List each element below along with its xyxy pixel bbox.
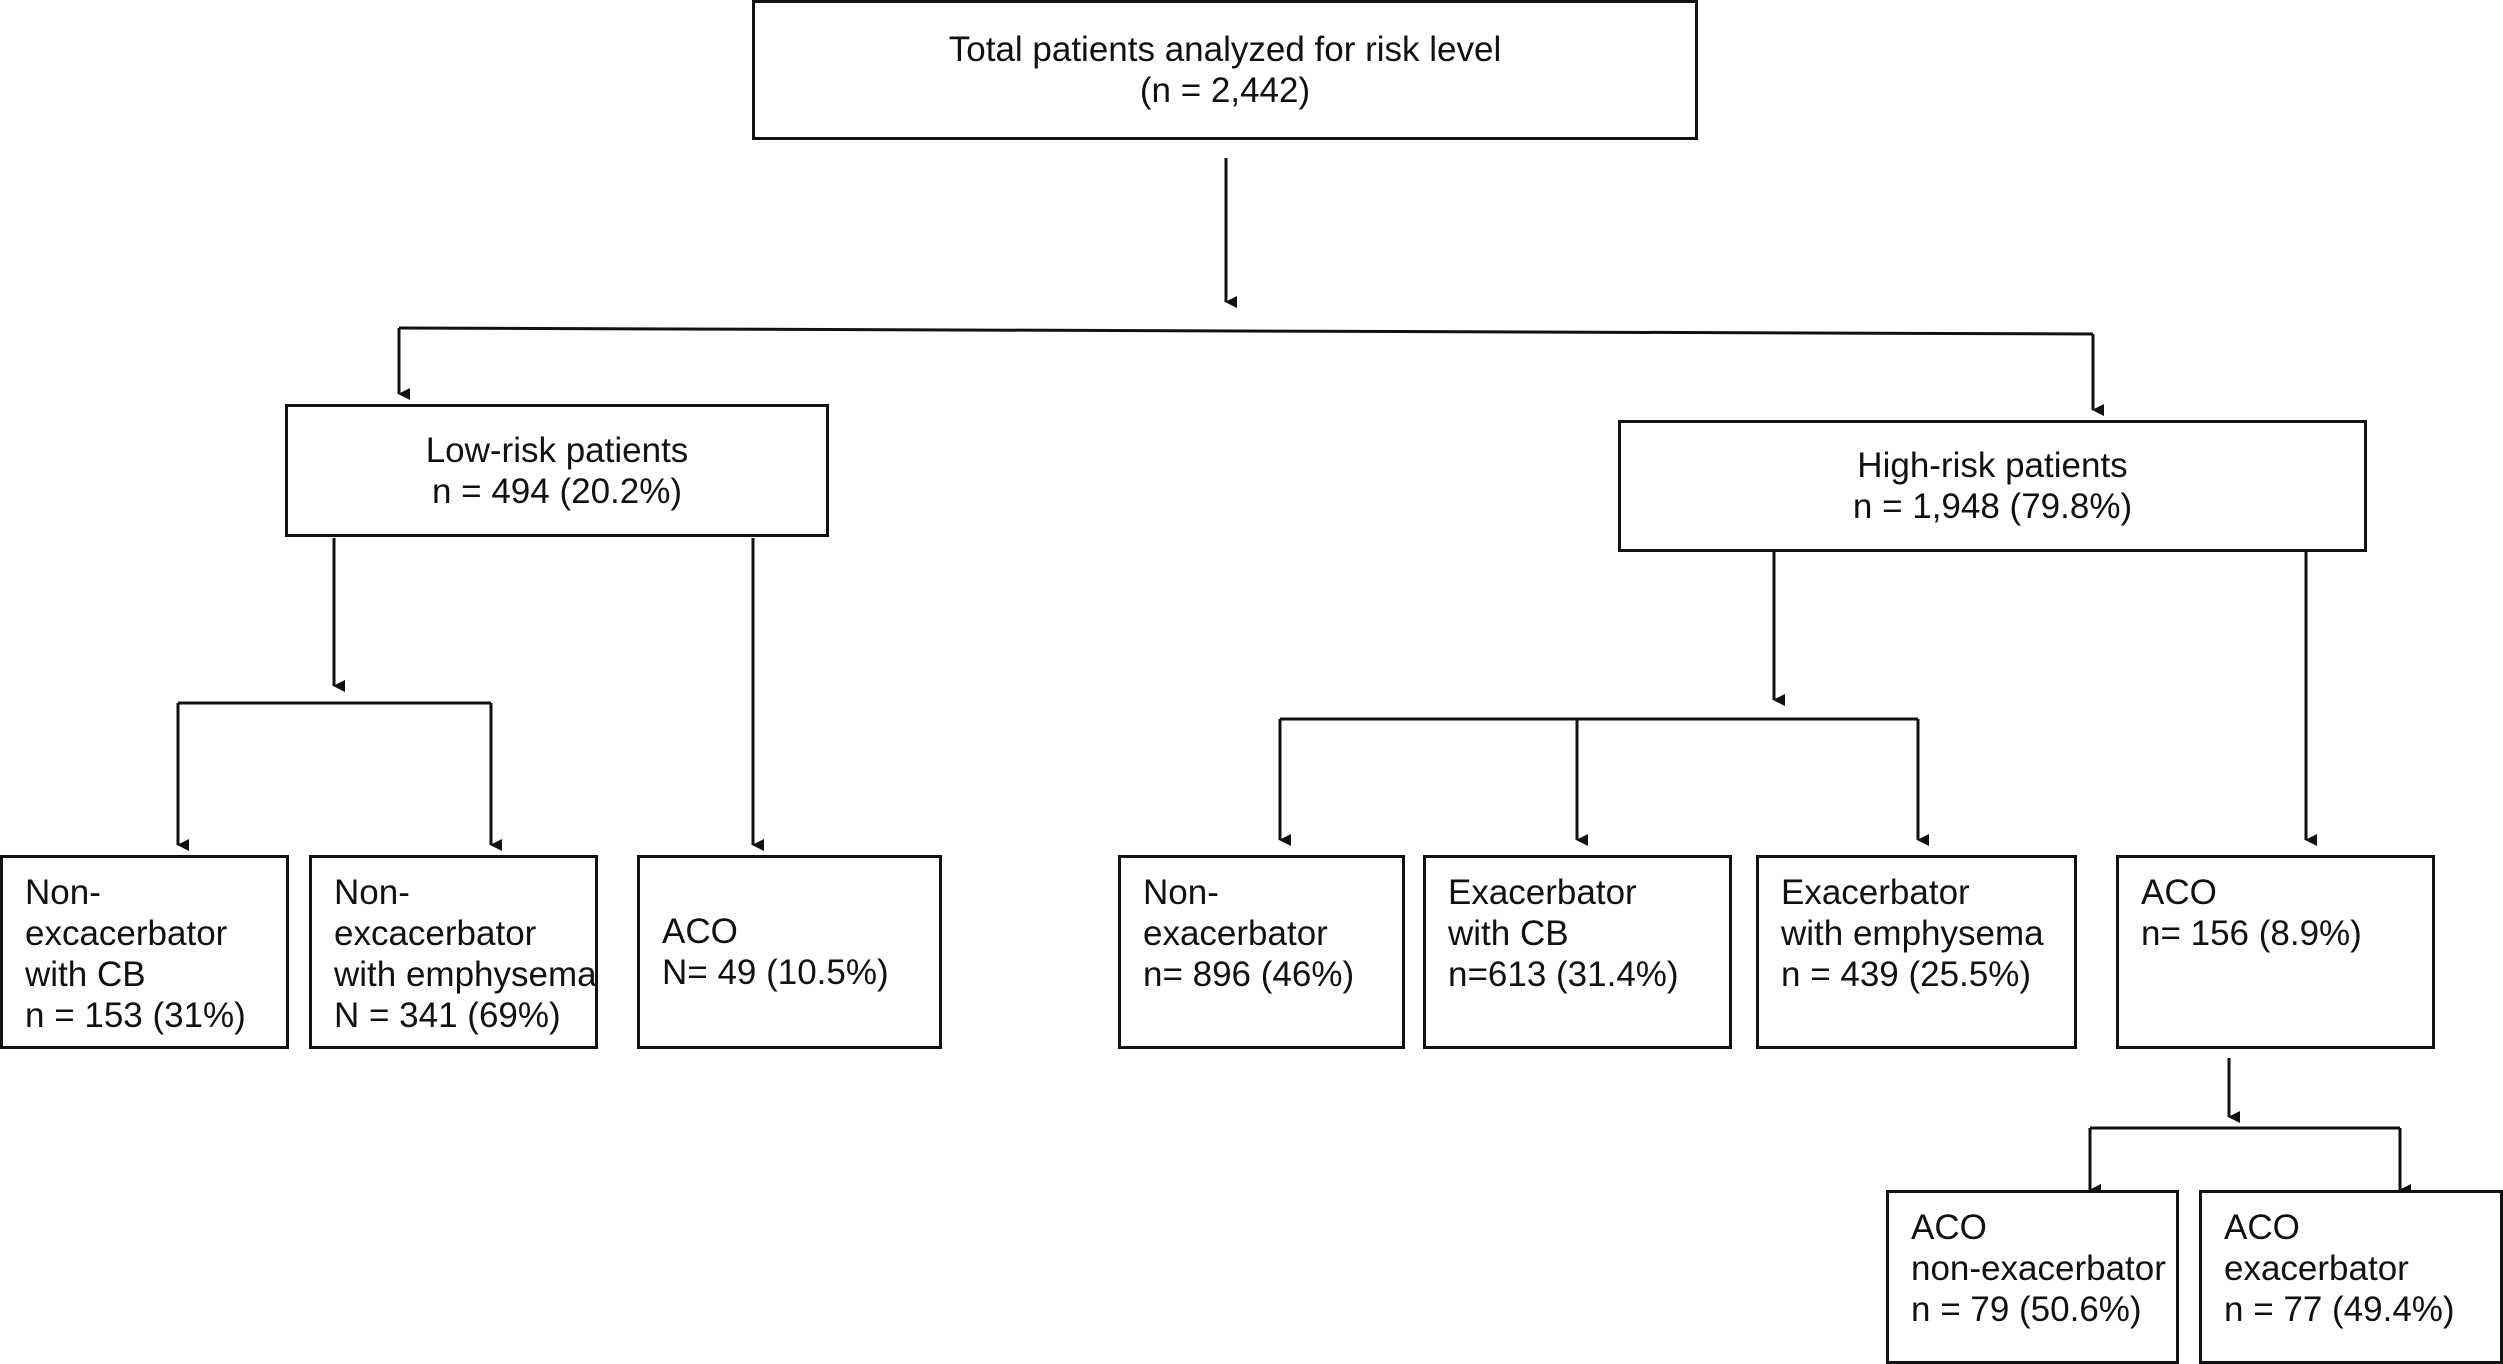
aco-nonexac-line1: ACO bbox=[1911, 1208, 1987, 1247]
low-nonexac-emph-box: Non- excacerbator with emphysema N = 341… bbox=[309, 855, 598, 1049]
high-nonexac-line2: exacerbator bbox=[1143, 914, 1328, 953]
high-aco-box: ACO n= 156 (8.9%) bbox=[2116, 855, 2435, 1049]
low-nonexac-cb-count: n = 153 (31%) bbox=[25, 996, 246, 1035]
low-nonexac-cb-box: Non- excacerbator with CB n = 153 (31%) bbox=[0, 855, 289, 1049]
low-nonexac-cb-line1: Non- bbox=[25, 873, 101, 912]
low-nonexac-cb-line3: with CB bbox=[25, 955, 146, 994]
aco-exac-count: n = 77 (49.4%) bbox=[2224, 1290, 2455, 1329]
high-nonexac-count: n= 896 (46%) bbox=[1143, 955, 1355, 994]
high-nonexac-box: Non- exacerbator n= 896 (46%) bbox=[1118, 855, 1405, 1049]
root-title: Total patients analyzed for risk level bbox=[948, 30, 1502, 69]
high-nonexac-line1: Non- bbox=[1143, 873, 1219, 912]
aco-exac-line1: ACO bbox=[2224, 1208, 2300, 1247]
high-risk-title: High-risk patients bbox=[1857, 446, 2128, 485]
high-exac-emph-count: n = 439 (25.5%) bbox=[1781, 955, 2032, 994]
split-bar-main bbox=[398, 326, 2094, 336]
high-aco-label: ACO bbox=[2141, 873, 2217, 912]
low-nonexac-emph-count: N = 341 (69%) bbox=[334, 996, 561, 1035]
high-aco-count: n= 156 (8.9%) bbox=[2141, 914, 2362, 953]
low-aco-box: ACO N= 49 (10.5%) bbox=[637, 855, 942, 1049]
aco-nonexac-line2: non-exacerbator bbox=[1911, 1249, 2166, 1288]
aco-exac-box: ACO exacerbator n = 77 (49.4%) bbox=[2199, 1190, 2503, 1364]
low-risk-box: Low-risk patients n = 494 (20.2%) bbox=[285, 404, 829, 537]
low-nonexac-emph-line2: excacerbator bbox=[334, 914, 537, 953]
high-exac-emph-box: Exacerbator with emphysema n = 439 (25.5… bbox=[1756, 855, 2077, 1049]
low-risk-title: Low-risk patients bbox=[425, 430, 689, 470]
high-exac-emph-line2: with emphysema bbox=[1781, 914, 2044, 953]
high-risk-box: High-risk patients n = 1,948 (79.8%) bbox=[1618, 420, 2367, 552]
high-exac-cb-box: Exacerbator with CB n=613 (31.4%) bbox=[1423, 855, 1732, 1049]
high-exac-cb-line1: Exacerbator bbox=[1448, 873, 1637, 912]
aco-nonexac-box: ACO non-exacerbator n = 79 (50.6%) bbox=[1886, 1190, 2179, 1364]
low-aco-count: N= 49 (10.5%) bbox=[662, 953, 889, 992]
root-box: Total patients analyzed for risk level (… bbox=[752, 0, 1698, 140]
aco-nonexac-count: n = 79 (50.6%) bbox=[1911, 1290, 2142, 1329]
low-nonexac-emph-line3: with emphysema bbox=[334, 955, 597, 994]
high-exac-emph-line1: Exacerbator bbox=[1781, 873, 1970, 912]
high-exac-cb-count: n=613 (31.4%) bbox=[1448, 955, 1679, 994]
low-risk-count: n = 494 (20.2%) bbox=[431, 471, 683, 511]
low-nonexac-cb-line2: excacerbator bbox=[25, 914, 228, 953]
high-risk-count: n = 1,948 (79.8%) bbox=[1852, 487, 2133, 526]
low-aco-label: ACO bbox=[662, 912, 738, 951]
aco-exac-line2: exacerbator bbox=[2224, 1249, 2409, 1288]
low-nonexac-emph-line1: Non- bbox=[334, 873, 410, 912]
root-count: (n = 2,442) bbox=[1139, 71, 1311, 110]
high-exac-cb-line2: with CB bbox=[1448, 914, 1569, 953]
